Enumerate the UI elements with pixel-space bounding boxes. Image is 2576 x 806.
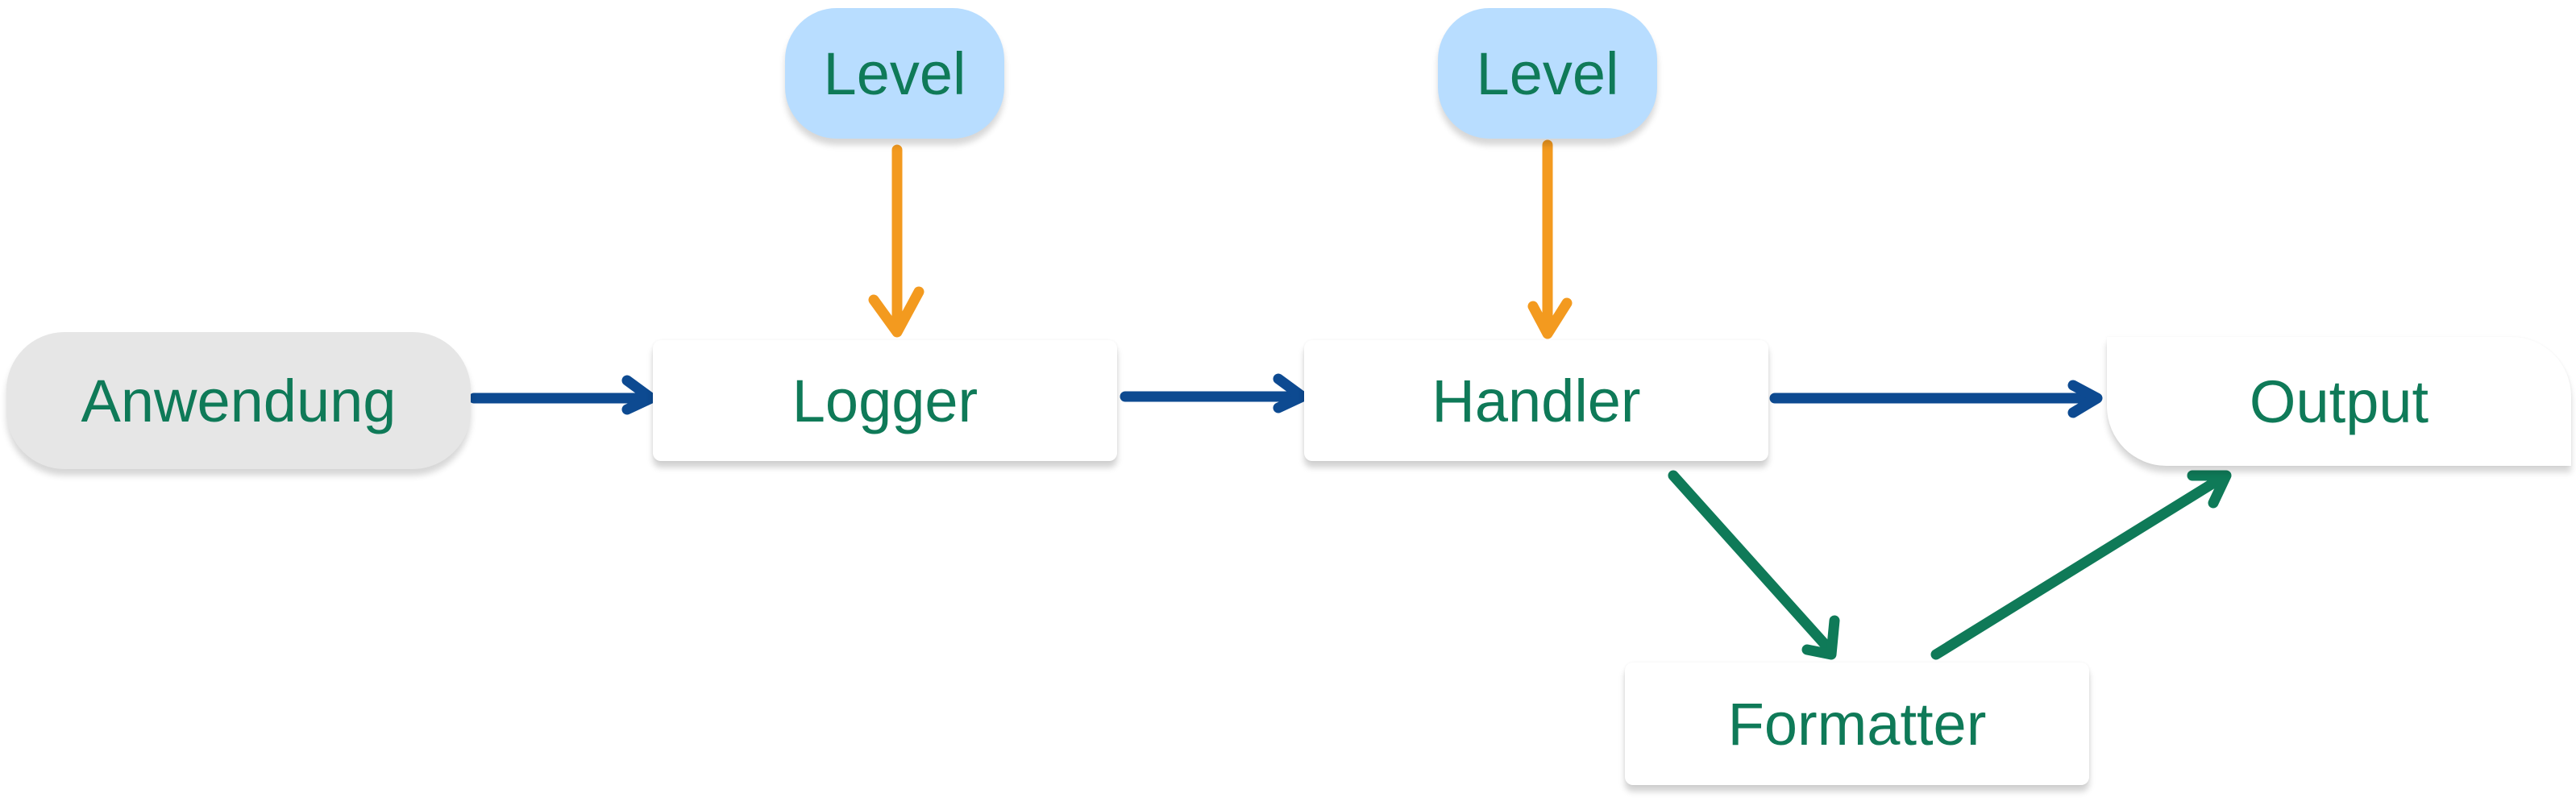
node-handler-label: Handler (1431, 367, 1641, 434)
node-formatter: Formatter (1625, 663, 2089, 785)
arrow-anwendung-to-logger (468, 375, 657, 415)
node-anwendung-label: Anwendung (81, 367, 397, 434)
node-logger-label: Logger (791, 367, 978, 434)
arrow-formatter-to-output (1930, 470, 2232, 660)
node-level-logger: Level (785, 8, 1004, 139)
arrow-logger-to-handler (1120, 373, 1308, 413)
node-logger: Logger (653, 340, 1117, 461)
node-handler: Handler (1304, 340, 1768, 461)
arrow-handler-to-formatter (1668, 470, 1840, 660)
arrow-level-to-logger (868, 144, 924, 338)
node-anwendung: Anwendung (6, 332, 471, 469)
node-level-handler: Level (1438, 8, 1657, 139)
node-output-label: Output (2249, 368, 2429, 435)
node-level-handler-label: Level (1476, 39, 1619, 107)
arrow-handler-to-output (1769, 380, 2103, 418)
node-level-logger-label: Level (823, 39, 966, 107)
arrow-level-to-handler (1527, 139, 1573, 339)
node-formatter-label: Formatter (1727, 690, 1987, 758)
node-output: Output (2107, 337, 2571, 466)
